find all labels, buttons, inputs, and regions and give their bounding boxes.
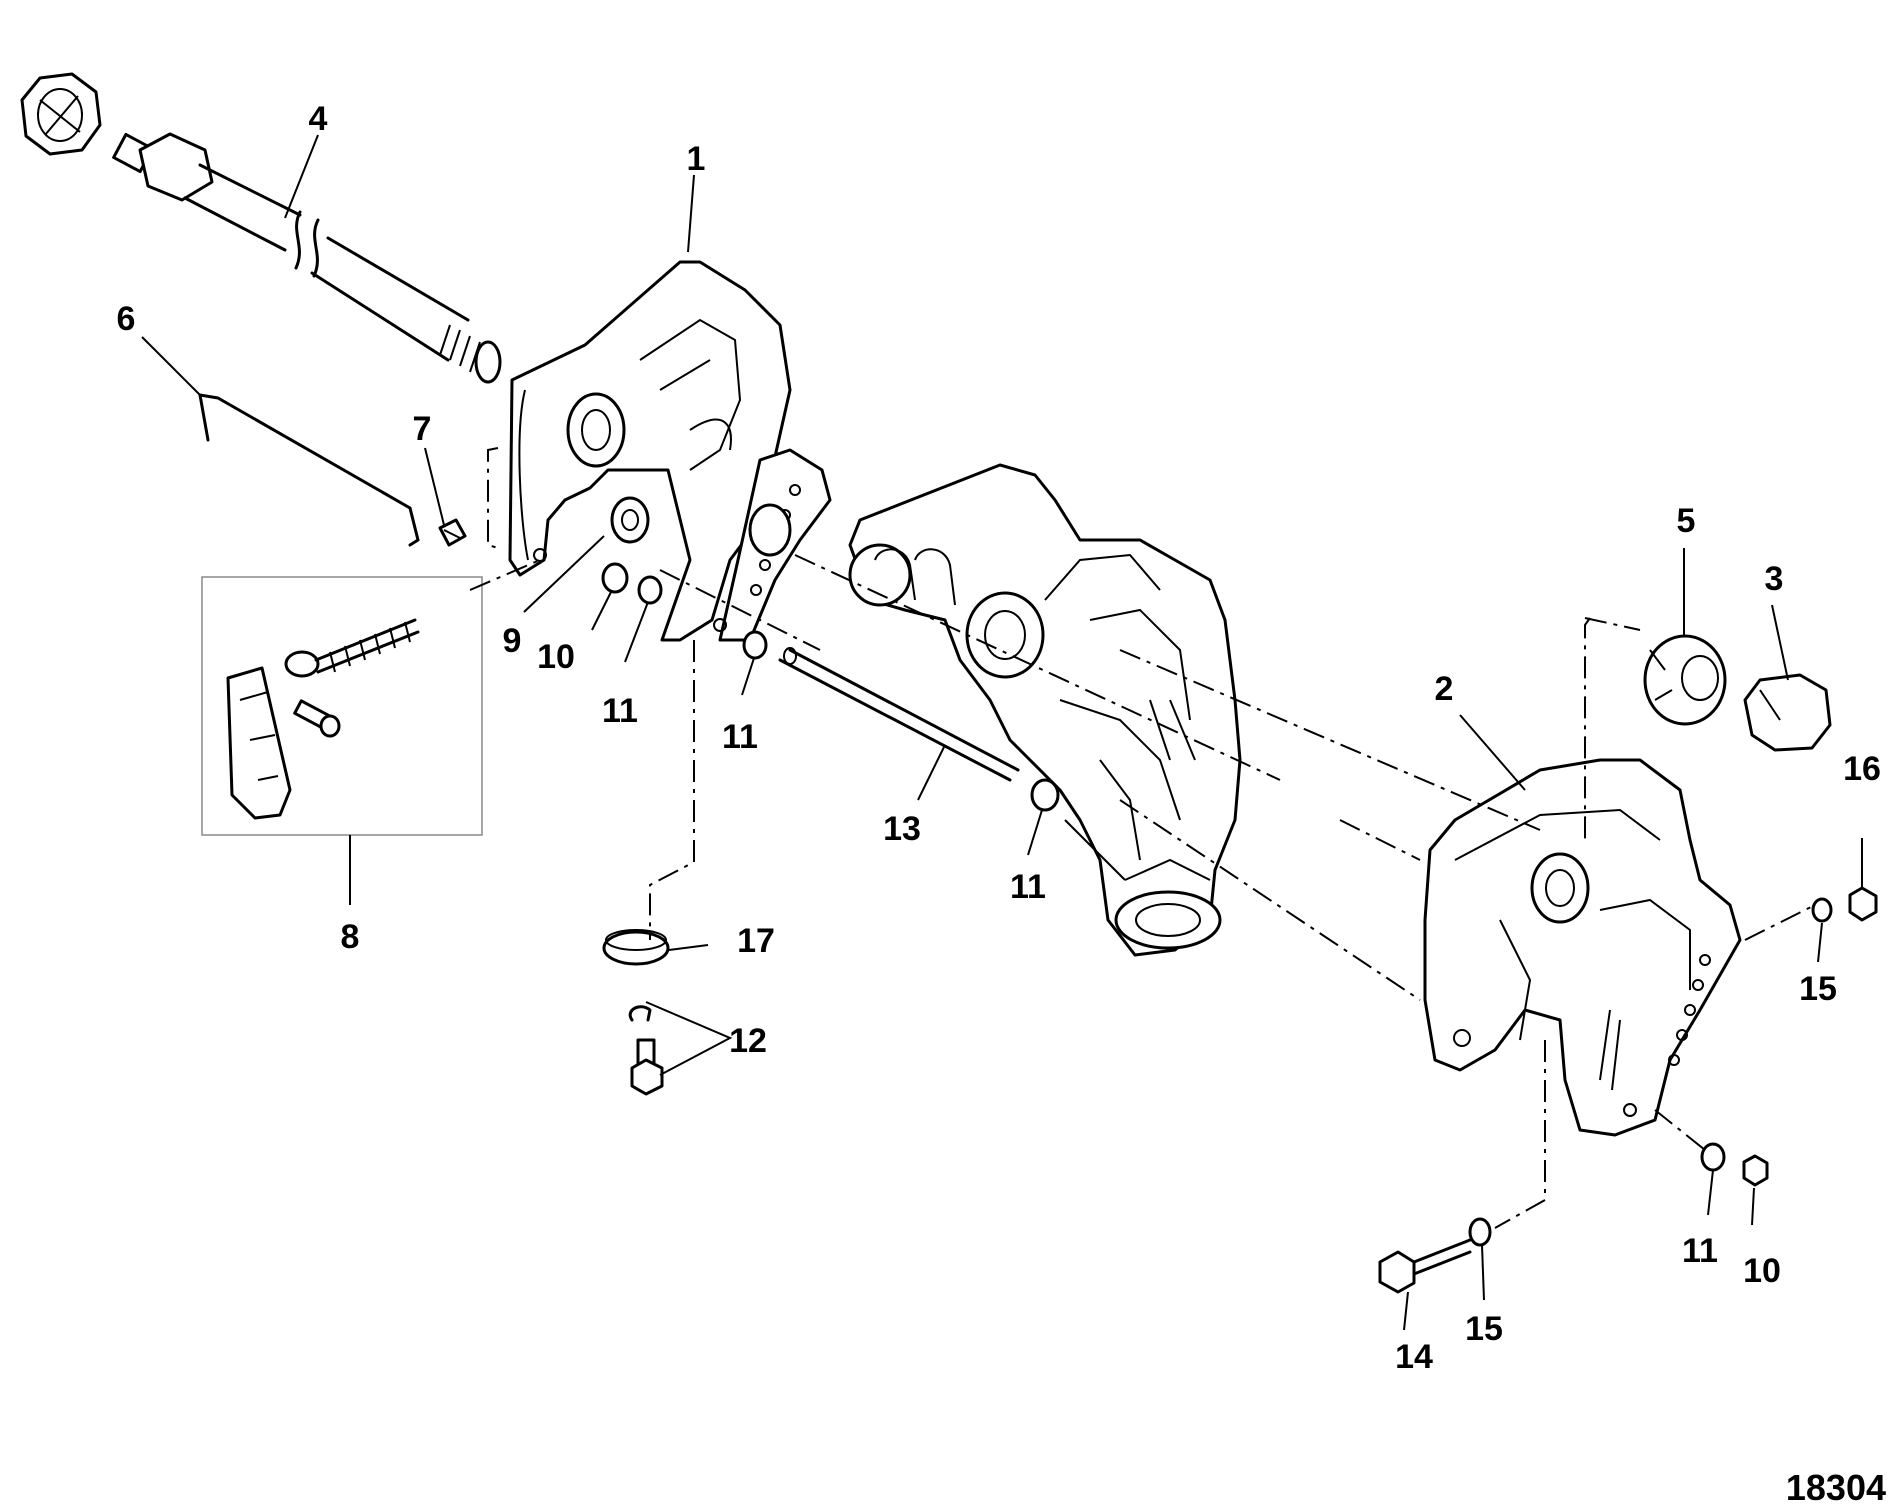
nut-10-left <box>601 562 629 594</box>
nut-16 <box>1848 886 1878 922</box>
tilt-tube-part <box>20 72 502 384</box>
callout-15-right: 15 <box>1799 970 1837 1008</box>
kit-box-part <box>201 576 483 836</box>
alignment-lines <box>469 447 1816 1229</box>
callout-3: 3 <box>1765 560 1784 598</box>
washer-15-right <box>1811 897 1833 923</box>
nut-11-bottom <box>1700 1142 1726 1172</box>
left-clamp-bracket-part <box>508 260 832 642</box>
callout-4: 4 <box>309 100 328 138</box>
callout-1: 1 <box>687 140 706 178</box>
tilt-tube-nut-part <box>1643 634 1727 726</box>
swivel-bracket-part <box>848 463 1242 957</box>
callout-5: 5 <box>1677 502 1696 540</box>
washer-15-bottom <box>1468 1217 1492 1247</box>
callout-12: 12 <box>729 1022 767 1060</box>
small-screw-part <box>438 518 467 547</box>
callout-2: 2 <box>1435 670 1454 708</box>
nut-10-bottom <box>1742 1154 1769 1187</box>
cap-nut-part <box>20 72 102 156</box>
callout-15-bottom: 15 <box>1465 1310 1503 1348</box>
leader-lines <box>141 134 1863 1331</box>
callout-14: 14 <box>1395 1338 1433 1376</box>
callout-10-bottom: 10 <box>1743 1252 1781 1290</box>
callout-11-left-b: 11 <box>722 718 758 756</box>
rubber-pad-17 <box>602 929 670 966</box>
small-hardware <box>601 562 1878 1294</box>
callout-11-bottom: 11 <box>1682 1232 1718 1270</box>
callout-16: 16 <box>1843 750 1881 788</box>
figure-number: 18304 <box>1786 1467 1886 1508</box>
callout-10-left: 10 <box>537 638 575 676</box>
callout-9: 9 <box>503 622 522 660</box>
callout-8: 8 <box>341 918 360 956</box>
callout-17: 17 <box>737 922 775 960</box>
callout-13: 13 <box>883 810 921 848</box>
long-stud-part <box>778 647 1020 782</box>
callout-11-left-a: 11 <box>602 692 638 730</box>
tilt-lock-rod-part <box>198 393 420 547</box>
screw-12 <box>628 1005 664 1096</box>
washer-11-center <box>1030 778 1060 812</box>
washer-11-left-b <box>742 630 768 660</box>
callout-6: 6 <box>117 300 136 338</box>
callout-labels: 1 2 3 4 5 6 7 8 9 10 11 11 11 11 10 12 1… <box>117 100 1881 1376</box>
bolt-14 <box>1378 1238 1472 1294</box>
tube-cap-part <box>1743 673 1832 752</box>
right-clamp-bracket-part <box>1423 758 1742 1137</box>
callout-11-center: 11 <box>1010 868 1046 906</box>
washer-11-left-a <box>637 575 663 605</box>
callout-7: 7 <box>413 410 432 448</box>
